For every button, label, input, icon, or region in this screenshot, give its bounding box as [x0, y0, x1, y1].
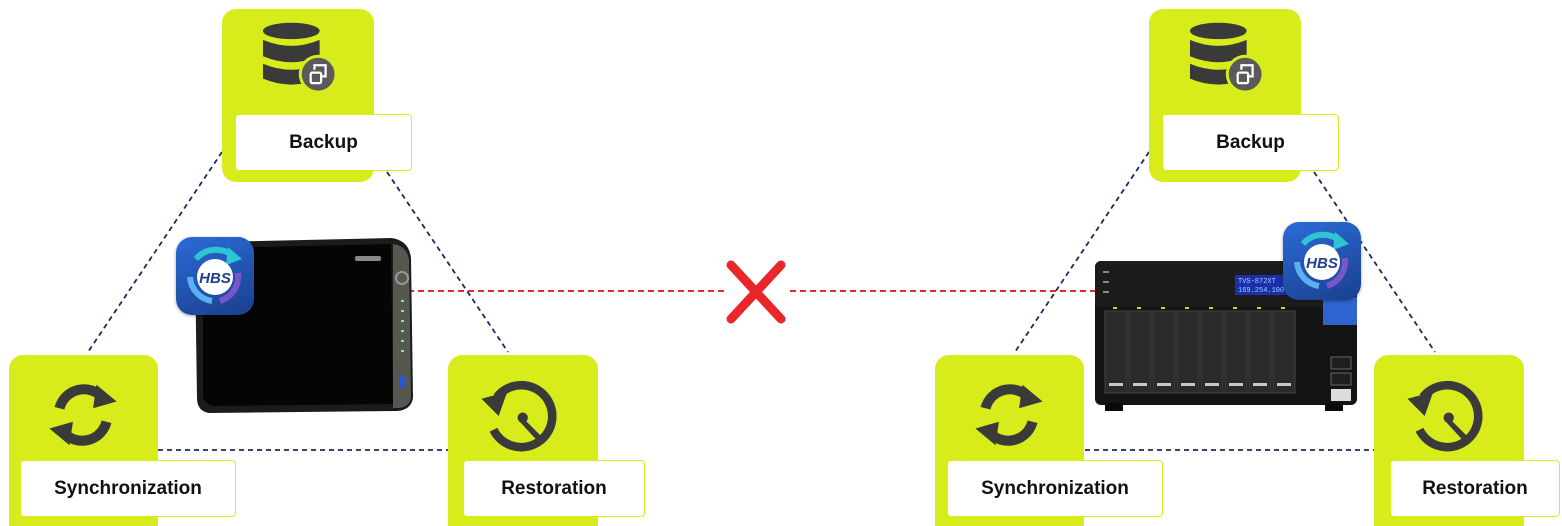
- database-copy-icon: [262, 22, 338, 94]
- backup-label: Backup: [1162, 114, 1339, 171]
- left-cluster: Backup Synchronization Restoration: [0, 0, 660, 526]
- hbs-app-label: HBS: [1306, 255, 1338, 272]
- restore-label: Restoration: [1390, 460, 1560, 517]
- triangle-lines: [1014, 151, 1436, 451]
- hbs-app-icon: HBS: [1283, 222, 1361, 300]
- backup-label: Backup: [235, 114, 412, 171]
- restore-clock-icon: [481, 380, 557, 452]
- restore-label: Restoration: [463, 460, 645, 517]
- sync-arrows-icon: [49, 384, 117, 446]
- nas-model-text: TVS-872XT: [1238, 278, 1276, 286]
- sync-label: Synchronization: [20, 460, 236, 517]
- nas-lcd-text: 169.254.100.1: [1238, 287, 1293, 295]
- right-cluster: Backup Synchronization Restoration TVS-8…: [927, 0, 1562, 526]
- triangle-lines: [87, 151, 509, 451]
- sync-arrows-icon: [975, 384, 1043, 446]
- hbs-app-label: HBS: [199, 270, 231, 287]
- sync-label: Synchronization: [947, 460, 1163, 517]
- hbs-app-icon: HBS: [176, 237, 254, 315]
- cross-icon: [726, 260, 786, 324]
- restore-clock-icon: [1407, 380, 1483, 452]
- database-copy-icon: [1189, 22, 1265, 94]
